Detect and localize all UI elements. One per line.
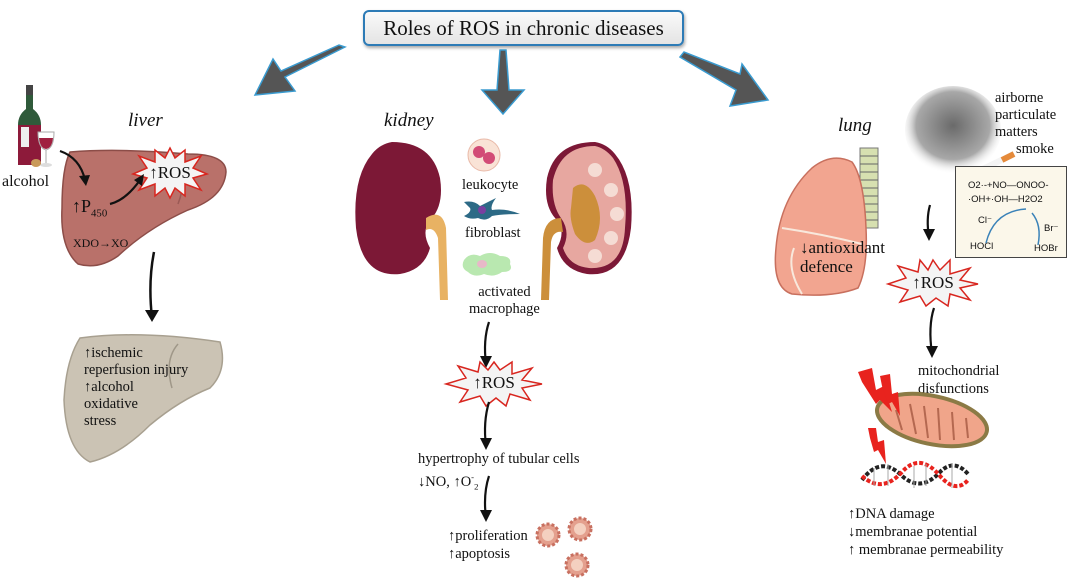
hobr-label: HOBr [1034, 243, 1058, 254]
lung-defence: ↓antioxidant defence [800, 238, 885, 276]
lung-sources: airborne particulate matters smoke [995, 90, 1056, 158]
dna-helix-icon [860, 461, 970, 488]
liver-outcomes: ↑ischemic reperfusion injury ↑alcohol ox… [84, 345, 188, 430]
burst-icon [443, 360, 543, 408]
mitochondrion-icon [874, 391, 990, 449]
cell-label-line: macrophage [469, 301, 540, 317]
defence-line: defence [800, 257, 853, 276]
cork-icon [31, 159, 41, 167]
defence-line: ↓antioxidant [800, 238, 885, 257]
burst-icon [885, 258, 979, 308]
outcome-line: ↑ischemic [84, 345, 143, 361]
outcome-line: ↑ membranae permeability [848, 542, 1004, 558]
lung-label: lung [838, 115, 872, 136]
damaged-liver-icon [63, 334, 224, 463]
kidney-outcomes: ↑proliferation ↑apoptosis [448, 527, 528, 563]
big-arrow-down-icon [480, 49, 526, 116]
p450-label: ↑P450 [72, 197, 107, 224]
outcome-line: ↑DNA damage [848, 506, 935, 522]
apoptotic-cell-icon [567, 516, 593, 542]
leukocyte-icon [467, 138, 501, 172]
ros-text: ↑ROS [149, 163, 191, 182]
effect-line: disfunctions [918, 381, 989, 397]
kidney-section-icon [541, 142, 632, 300]
reaction-line: O2·-+NO—ONOO- [968, 180, 1049, 191]
smoke-cloud-icon [905, 86, 1001, 174]
down-arrow-icon [480, 401, 492, 450]
wine-glass-icon [37, 131, 55, 167]
chloride-label: Cl⁻ [978, 215, 992, 226]
kidney-ros-burst: ↑ROS [443, 360, 543, 408]
diagram-title: Roles of ROS in chronic diseases [363, 10, 684, 46]
outcome-line: ↑alcohol [84, 379, 134, 395]
curved-arrow-icon [59, 149, 90, 186]
source-line: particulate [995, 107, 1057, 123]
down-arrow-icon [480, 321, 492, 368]
macrophage-icon [462, 253, 511, 276]
cell-label-line: activated [478, 284, 531, 300]
alcohol-label: alcohol [2, 173, 50, 190]
leukocyte-label: leukocyte [462, 177, 519, 193]
down-arrow-icon [923, 204, 935, 241]
apoptotic-cell-icon [564, 552, 590, 578]
effect-sup: - [471, 472, 475, 482]
reaction-arc-icon [985, 208, 1040, 246]
outcome-line: ↑apoptosis [448, 546, 511, 562]
source-line: smoke [1016, 141, 1054, 157]
lightning-bolt-icon [868, 428, 886, 464]
lung-icon [774, 147, 879, 296]
down-arrow-icon [926, 307, 938, 358]
tubular-effect: hypertrophy of tubular cells ↓NO, ↑O-2 [418, 450, 579, 496]
down-arrow-icon [145, 251, 159, 322]
big-arrow-right-icon [678, 51, 770, 107]
kidney-label: kidney [384, 110, 434, 131]
bromide-label: Br⁻ [1044, 223, 1059, 234]
outcome-line: reperfusion injury [84, 362, 189, 378]
apoptotic-cell-icon [535, 522, 561, 548]
big-arrow-left-icon [253, 44, 347, 96]
xdo-xo-label: XDO→XO [73, 236, 129, 250]
curved-arrow-icon [109, 174, 144, 206]
effect-line: ↓NO, ↑O-2 [418, 468, 579, 496]
liver-label: liver [128, 110, 163, 131]
macrophage-label: activated macrophage [469, 284, 540, 318]
lung-outcomes: ↑DNA damage ↓membranae potential ↑ membr… [848, 505, 1003, 559]
lung-ros-burst: ↑ROS [885, 258, 979, 308]
effect-line: hypertrophy of tubular cells [418, 451, 580, 467]
p450-text: ↑P [72, 196, 92, 216]
lightning-bolt-icon [858, 368, 900, 416]
fibroblast-label: fibroblast [465, 225, 521, 241]
ros-text: ↑ROS [912, 273, 954, 292]
outcome-line: ↓membranae potential [848, 524, 978, 540]
outcome-line: oxidative [84, 396, 138, 412]
hocl-label: HOCl [970, 241, 994, 252]
reaction-box: O2·-+NO—ONOO- ·OH+·OH—H2O2 Cl⁻ Br⁻ HOCl … [955, 166, 1067, 258]
p450-subscript: 450 [91, 207, 108, 220]
reaction-line: ·OH+·OH—H2O2 [968, 194, 1043, 205]
outcome-line: ↑proliferation [448, 528, 528, 544]
effect-sub: 2 [474, 481, 479, 492]
outcome-line: stress [84, 413, 117, 429]
effect-text: ↓NO, ↑O [418, 473, 472, 490]
burst-icon [130, 146, 210, 200]
fibroblast-icon [464, 198, 520, 220]
source-line: matters [995, 124, 1038, 140]
ros-text: ↑ROS [473, 373, 515, 392]
wine-bottle-icon [18, 85, 41, 165]
down-arrow-icon [480, 475, 492, 522]
mito-effect: mitochondrial disfunctions [918, 362, 999, 398]
kidney-icon [355, 142, 448, 300]
liver-ros-burst: ↑ROS [130, 146, 210, 200]
effect-line: mitochondrial [918, 363, 1000, 379]
source-line: airborne [995, 90, 1044, 106]
